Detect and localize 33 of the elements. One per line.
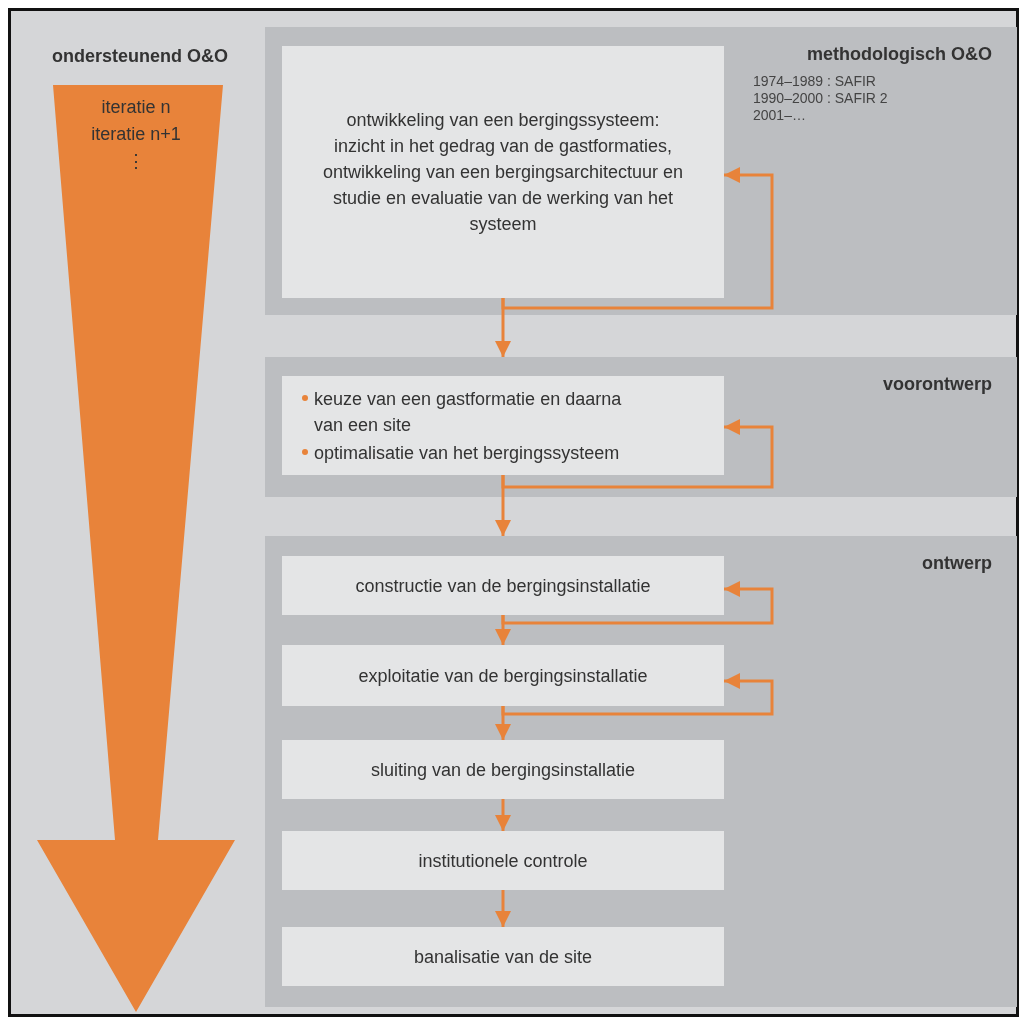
phase-heading: ontwerp bbox=[922, 553, 992, 574]
step-text: constructie van de bergingsinstallatie bbox=[354, 574, 652, 598]
flow-arrow bbox=[495, 475, 511, 536]
column-heading: ondersteunend O&O bbox=[51, 46, 229, 67]
period-note: 1974–1989 : SAFIR bbox=[753, 73, 876, 90]
step-text: sluiting van de bergingsinstallatie bbox=[369, 758, 637, 782]
process-box bbox=[282, 927, 724, 986]
process-box bbox=[282, 46, 724, 298]
process-box bbox=[282, 740, 724, 799]
period-note: 2001–… bbox=[753, 107, 806, 124]
process-box bbox=[282, 376, 724, 475]
process-box bbox=[282, 645, 724, 706]
period-note: 1990–2000 : SAFIR 2 bbox=[753, 90, 888, 107]
phase-heading: methodologisch O&O bbox=[807, 44, 992, 65]
bullet-text: optimalisatie van het bergingssysteem bbox=[314, 442, 621, 465]
flow-arrow bbox=[495, 298, 511, 357]
ellipsis-text: ⋮ bbox=[126, 150, 146, 172]
step-text: exploitatie van de bergingsinstallatie bbox=[357, 664, 649, 688]
flow-arrow bbox=[495, 706, 511, 740]
phase-heading: voorontwerp bbox=[883, 374, 992, 395]
iteration-label: iteratie n+1 bbox=[90, 123, 182, 145]
step-text: institutionele controle bbox=[417, 849, 589, 873]
phase-band bbox=[265, 536, 1017, 1007]
flow-arrow bbox=[495, 615, 511, 645]
iteration-label: iteratie n bbox=[100, 96, 172, 118]
process-box bbox=[282, 556, 724, 615]
step-text: banalisatie van de site bbox=[412, 945, 594, 969]
flow-arrow bbox=[495, 799, 511, 831]
phase-band bbox=[265, 27, 1017, 315]
phase-band bbox=[265, 357, 1017, 497]
step-text: ontwikkeling van een bergingssysteem: inzicht in het gedrag van de gastformaties, ontwikkeling van een bergingsarchitectuur en studie en evaluatie van de werking van het systeem bbox=[321, 109, 685, 236]
flow-arrow bbox=[495, 890, 511, 927]
process-box bbox=[282, 831, 724, 890]
